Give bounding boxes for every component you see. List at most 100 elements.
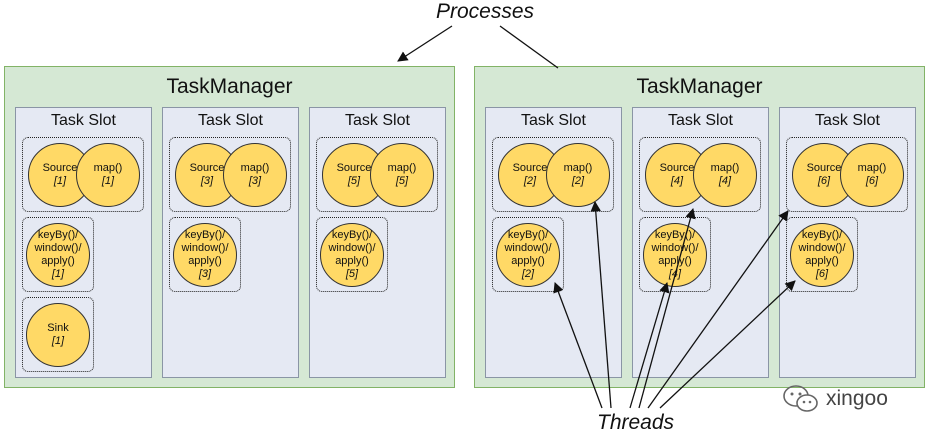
operator-index: [5] xyxy=(395,175,409,187)
operator-line: apply() xyxy=(658,255,692,267)
operator-index: [2] xyxy=(523,175,537,187)
operator-index: [5] xyxy=(345,268,359,280)
keyby-group xyxy=(639,217,711,292)
map-operator: map() [4] xyxy=(693,143,757,207)
operator-index: [1] xyxy=(51,268,65,280)
map-operator: map() [6] xyxy=(840,143,904,207)
operator-index: [6] xyxy=(865,175,879,187)
operator-line: window()/ xyxy=(504,242,552,254)
operator-index: [3] xyxy=(200,175,214,187)
operator-index: [6] xyxy=(815,268,829,280)
task-manager-2: TaskManager Task Slot Source [2] map() [… xyxy=(474,66,925,388)
map-operator: map() [2] xyxy=(546,143,610,207)
task-slot-1: Task Slot Source [1] map() [1] keyBy()/ … xyxy=(15,107,152,378)
operator-index: [1] xyxy=(51,335,65,347)
task-slot-3: Task Slot Source [3] map() [3] keyBy()/ … xyxy=(162,107,299,378)
source-operator: Source [1] xyxy=(28,143,92,207)
operator-line: window()/ xyxy=(798,242,846,254)
map-operator: map() [1] xyxy=(76,143,140,207)
keyby-group xyxy=(786,217,858,292)
source-map-chain xyxy=(786,137,908,212)
watermark: xingoo xyxy=(782,384,888,414)
map-operator: map() [5] xyxy=(370,143,434,207)
task-manager-1: TaskManager Task Slot Source [1] map() [… xyxy=(4,66,455,388)
operator-name: Source xyxy=(806,162,842,174)
keyby-group xyxy=(22,217,94,292)
operator-name: Source xyxy=(42,162,78,174)
task-slot-title: Task Slot xyxy=(815,112,880,129)
task-slot-4: Task Slot Source [4] map() [4] keyBy()/ … xyxy=(632,107,769,378)
operator-name: Sink xyxy=(47,322,69,334)
keyby-window-apply-operator: keyBy()/ window()/ apply() [2] xyxy=(496,223,560,287)
operator-line: keyBy()/ xyxy=(801,229,843,241)
operator-line: keyBy()/ xyxy=(507,229,549,241)
operator-name: Source xyxy=(512,162,548,174)
operator-name: Source xyxy=(659,162,695,174)
source-map-chain xyxy=(169,137,291,212)
thread-arrow xyxy=(659,280,796,409)
keyby-window-apply-operator: keyBy()/ window()/ apply() [5] xyxy=(320,223,384,287)
watermark-text: xingoo xyxy=(826,387,888,410)
operator-index: [1] xyxy=(53,175,67,187)
thread-arrow xyxy=(647,210,789,409)
operator-line: window()/ xyxy=(651,242,699,254)
task-slot-5: Task Slot Source [5] map() [5] keyBy()/ … xyxy=(309,107,446,378)
operator-line: window()/ xyxy=(181,242,229,254)
operator-index: [2] xyxy=(571,175,585,187)
keyby-window-apply-operator: keyBy()/ window()/ apply() [3] xyxy=(173,223,237,287)
operator-line: apply() xyxy=(41,255,75,267)
keyby-window-apply-operator: keyBy()/ window()/ apply() [6] xyxy=(790,223,854,287)
operator-line: window()/ xyxy=(328,242,376,254)
operator-index: [4] xyxy=(718,175,732,187)
process-arrow xyxy=(499,25,559,69)
operator-line: keyBy()/ xyxy=(331,229,373,241)
operator-name: map() xyxy=(93,162,123,174)
operator-index: [1] xyxy=(101,175,115,187)
task-manager-title: TaskManager xyxy=(636,75,763,98)
operator-name: map() xyxy=(710,162,740,174)
thread-arrow xyxy=(638,207,696,409)
operator-index: [4] xyxy=(670,175,684,187)
operator-line: window()/ xyxy=(34,242,82,254)
map-operator: map() [3] xyxy=(223,143,287,207)
operator-name: map() xyxy=(563,162,593,174)
operator-name: map() xyxy=(240,162,270,174)
thread-arrow xyxy=(629,282,670,409)
operator-index: [2] xyxy=(521,268,535,280)
operator-index: [3] xyxy=(248,175,262,187)
operator-name: Source xyxy=(189,162,225,174)
task-slot-title: Task Slot xyxy=(668,112,733,129)
operator-index: [6] xyxy=(817,175,831,187)
operator-line: keyBy()/ xyxy=(184,229,226,241)
task-slot-title: Task Slot xyxy=(198,112,263,129)
task-manager-title: TaskManager xyxy=(166,75,293,98)
task-slot-title: Task Slot xyxy=(345,112,410,129)
process-arrow xyxy=(397,25,453,62)
task-slot-title: Task Slot xyxy=(51,112,116,129)
operator-name: map() xyxy=(387,162,417,174)
processes-label: Processes xyxy=(436,0,535,23)
task-slot-6: Task Slot Source [6] map() [6] keyBy()/ … xyxy=(779,107,916,378)
task-slot-title: Task Slot xyxy=(521,112,586,129)
sink-group xyxy=(22,297,94,372)
threads-label: Threads xyxy=(597,411,675,434)
source-map-chain xyxy=(316,137,438,212)
operator-line: keyBy()/ xyxy=(37,229,79,241)
source-map-chain xyxy=(639,137,761,212)
wechat-icon xyxy=(783,385,818,412)
keyby-group xyxy=(169,217,241,292)
operator-name: map() xyxy=(857,162,887,174)
sink-operator: Sink [1] xyxy=(26,303,90,367)
operator-line: apply() xyxy=(805,255,839,267)
task-slot-2: Task Slot Source [2] map() [2] keyBy()/ … xyxy=(485,107,622,378)
keyby-window-apply-operator: keyBy()/ window()/ apply() [1] xyxy=(26,223,90,287)
thread-arrow xyxy=(590,200,612,409)
keyby-group xyxy=(492,217,564,292)
thread-arrow xyxy=(553,282,603,409)
keyby-group xyxy=(316,217,388,292)
operator-index: [3] xyxy=(198,268,212,280)
operator-name: Source xyxy=(336,162,372,174)
operator-line: apply() xyxy=(511,255,545,267)
source-map-chain xyxy=(22,137,144,212)
